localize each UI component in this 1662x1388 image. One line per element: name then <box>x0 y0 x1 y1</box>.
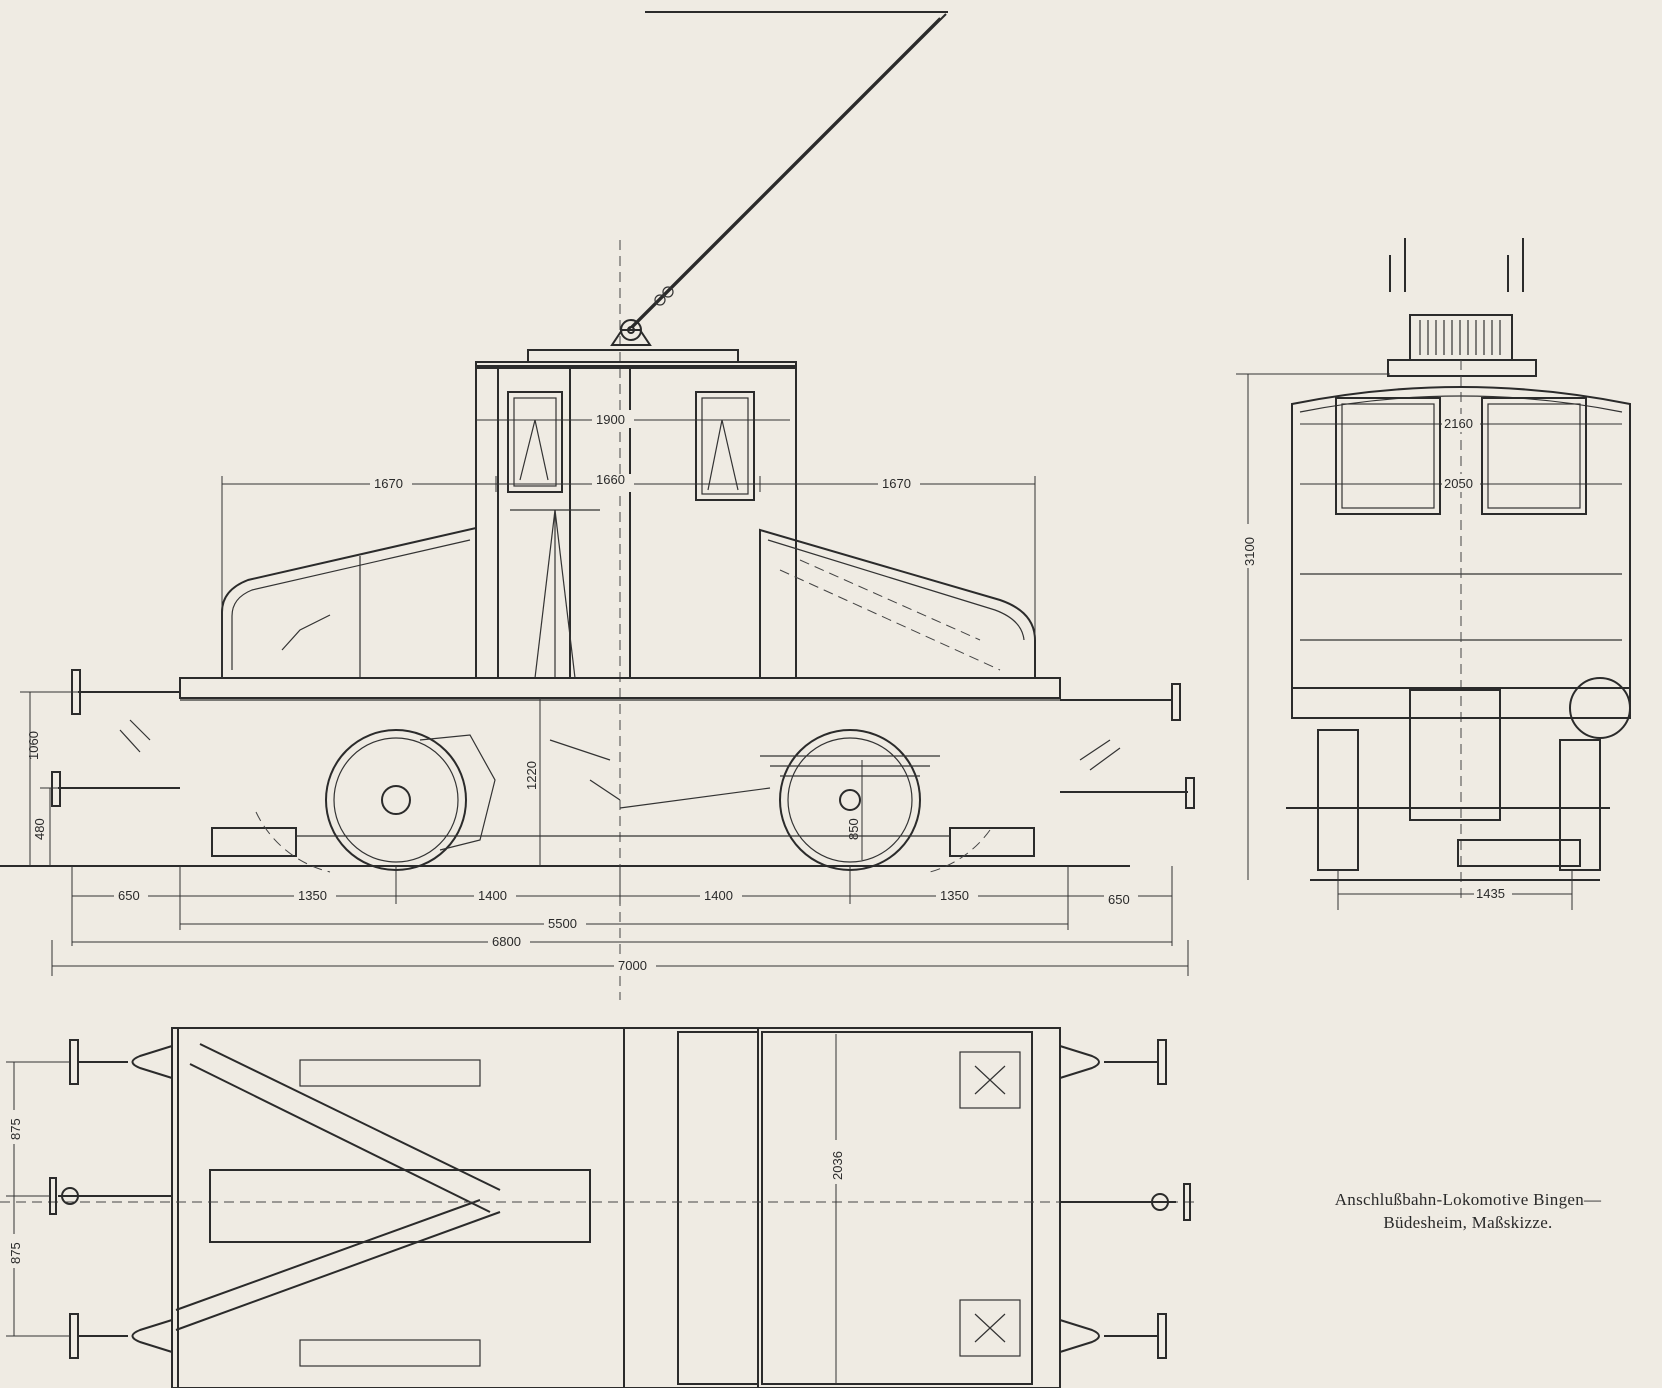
hood-right <box>759 528 1036 679</box>
buffers-left <box>51 669 180 807</box>
dim-frame-height: 1220 <box>524 761 539 790</box>
frame <box>179 677 1061 857</box>
wheel-left <box>255 729 496 873</box>
dim-hood-left: 1670 <box>374 476 403 491</box>
plan-diagonal-1 <box>199 1043 501 1191</box>
end-body <box>1291 386 1631 689</box>
cab-window-left <box>507 391 563 493</box>
wheel-right <box>760 729 991 873</box>
buffer-stock-br <box>1059 1319 1100 1353</box>
pole-base <box>1409 314 1513 361</box>
dim-frame-length: 5500 <box>548 916 577 931</box>
dim-wheel-diameter: 850 <box>846 818 861 840</box>
cab <box>475 365 797 679</box>
dim-coupling-height: 480 <box>32 818 47 840</box>
dim-total-height: 3100 <box>1242 537 1257 566</box>
dim-overhang-right: 650 <box>1108 892 1130 907</box>
dim-hood-right: 1670 <box>882 476 911 491</box>
dim-seg-1400-left: 1400 <box>478 888 507 903</box>
drawing-caption: Anschlußbahn-Lokomotive Bingen— Büdeshei… <box>1288 1188 1648 1234</box>
dim-half-width-lower: 875 <box>8 1242 23 1264</box>
dim-seg-1350-right: 1350 <box>940 888 969 903</box>
dim-inner-width: 2036 <box>830 1151 845 1180</box>
end-window-right <box>1481 397 1587 515</box>
dim-roof-width: 2160 <box>1444 416 1473 431</box>
buffer-stock-tr <box>1059 1045 1100 1079</box>
buffer-stock-tl <box>131 1045 173 1079</box>
dim-buffer-height: 1060 <box>26 731 41 760</box>
dim-length-buffers: 6800 <box>492 934 521 949</box>
buffers-right <box>1060 683 1195 809</box>
end-elevation <box>1286 238 1631 900</box>
dim-gauge: 1435 <box>1476 886 1505 901</box>
end-window-left <box>1335 397 1441 515</box>
brake-rod <box>619 787 771 809</box>
dim-seg-1400-right: 1400 <box>704 888 733 903</box>
trolley-pole <box>610 11 948 346</box>
cab-roof <box>527 349 739 363</box>
plan-frame <box>171 1027 1061 1388</box>
dim-cab-length: 1660 <box>596 472 625 487</box>
dim-seg-1350-left: 1350 <box>298 888 327 903</box>
caption-line-2: Büdesheim, Maßskizze. <box>1383 1213 1553 1232</box>
plan-view <box>0 1027 1200 1388</box>
caption-line-1: Anschlußbahn-Lokomotive Bingen— <box>1334 1190 1602 1209</box>
dim-length-overall: 7000 <box>618 958 647 973</box>
cab-window-right <box>695 391 755 501</box>
buffer-stock-bl <box>131 1319 173 1353</box>
dim-cab-width: 1900 <box>596 412 625 427</box>
dim-half-width-upper: 875 <box>8 1118 23 1140</box>
dimension-labels: 1900 1670 1660 1670 1060 480 1220 850 65… <box>4 410 1512 1268</box>
plan-diagonal-2 <box>175 1211 501 1331</box>
hood-left <box>221 526 477 679</box>
dim-overhang-left: 650 <box>118 888 140 903</box>
side-elevation <box>0 11 1195 1000</box>
dim-body-width: 2050 <box>1444 476 1473 491</box>
